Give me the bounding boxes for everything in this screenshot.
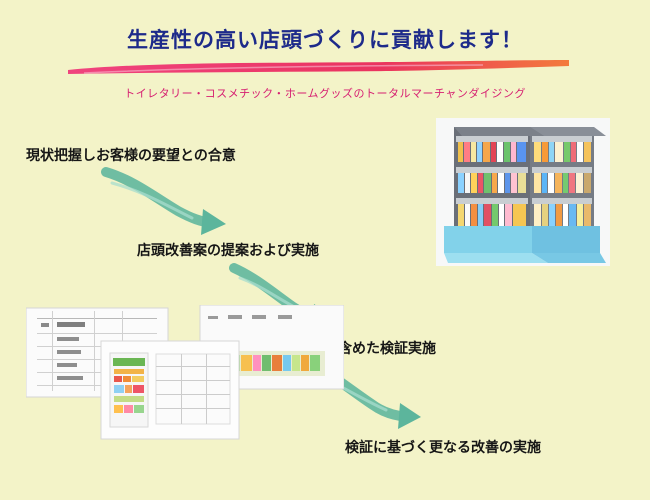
planogram-documents-image [26, 305, 344, 440]
subtitle: トイレタリー・コスメチック・ホームグッズのトータルマーチャンダイジング [124, 87, 526, 100]
headline: 生産性の高い店頭づくりに貢献します！ [127, 28, 523, 52]
curved-arrow-icon [101, 167, 226, 235]
step-4-label: 検証に基づく更なる改善の実施 [345, 440, 541, 456]
step-2-label: 店頭改善案の提案および実施 [137, 243, 319, 259]
brush-stroke-decoration [68, 60, 569, 74]
step-1-label: 現状把握しお客様の要望との合意 [26, 148, 236, 164]
store-shelf-image [436, 118, 610, 266]
